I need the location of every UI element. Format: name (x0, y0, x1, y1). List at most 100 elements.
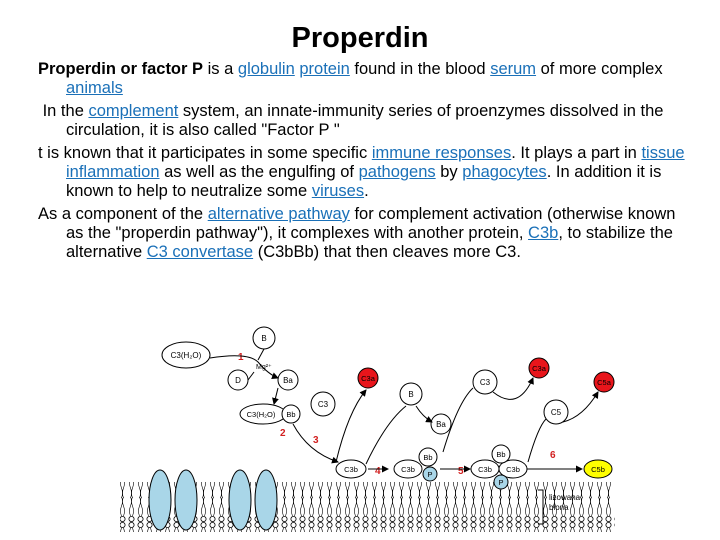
membrane-protein-4 (254, 469, 278, 531)
text: , to stabilize the alternative (66, 224, 673, 261)
text: As a component of the (38, 205, 208, 223)
text: In the (38, 102, 89, 120)
c5-label: C5 (551, 408, 562, 417)
b-label: B (261, 334, 266, 343)
c5a-label: C5a (597, 378, 612, 387)
link-animals[interactable]: animals (66, 79, 123, 97)
arrow-to-c3a-2 (492, 377, 534, 400)
link-complement[interactable]: complement (88, 102, 179, 120)
link-immune-responses[interactable]: immune responses (371, 144, 512, 162)
mg-label: Mg²⁺ (256, 364, 272, 371)
text: (C3bBb) that then cleaves more C3. (253, 243, 521, 261)
c3b-label-2: C3b (401, 465, 415, 474)
paragraph-complement: In the complement system, an innate-immu… (38, 102, 688, 140)
membrane-protein-1 (148, 469, 172, 531)
link-pathogens[interactable]: pathogens (358, 163, 436, 181)
arrow-step-3 (292, 423, 339, 464)
step-6-label: 6 (550, 450, 556, 461)
link-alternative-pathway[interactable]: alternative pathway (207, 205, 350, 223)
ba-node-2 (430, 413, 452, 435)
text: for complement activation (otherwise kno… (66, 205, 676, 242)
text: by (435, 163, 463, 181)
arrow-b-in (257, 348, 265, 361)
c3h2o-complex-label: C3(H₂O) (247, 410, 276, 419)
c3h2o-node (161, 341, 211, 369)
arrow-c3-in (442, 387, 474, 453)
c5-node (543, 399, 569, 425)
arrow-c5-in (527, 418, 547, 463)
lipid-bilayer (120, 482, 615, 532)
paragraph-definition: Properdin or factor P is a globulin prot… (38, 60, 688, 98)
link-c3-convertase[interactable]: C3 convertase (146, 243, 254, 261)
link-viruses[interactable]: viruses (311, 182, 365, 200)
link-inflammation[interactable]: inflammation (66, 163, 160, 181)
ba-label-2: Ba (436, 420, 446, 429)
bb-label-3: Bb (496, 450, 505, 459)
bb-label-2: Bb (423, 453, 432, 462)
d-label: D (235, 376, 241, 385)
text: as well as the engulfing of (159, 163, 359, 181)
c3-node-1 (310, 391, 336, 417)
arrow-d-in (247, 371, 255, 381)
c3a-label-2: C3a (532, 364, 547, 373)
membrane-label-1: lizowana (549, 493, 581, 502)
c3-label-1: C3 (318, 400, 329, 409)
c3a-label-1: C3a (361, 374, 376, 383)
c3b-node-2 (393, 459, 423, 479)
text: is a (203, 60, 238, 78)
link-c3b[interactable]: C3b (528, 224, 559, 242)
c5b-label: C5b (591, 465, 605, 474)
membrane-protein-3 (228, 469, 252, 531)
complement-pathway-diagram: lizowana błona C3(H₂O) B D Mg²⁺ Ba 1 C3(… (118, 322, 628, 532)
text: system, an innate-immunity series of pro… (66, 102, 664, 139)
text: . In addition it is known to help to neu… (66, 163, 662, 200)
c3a-node-2 (528, 357, 550, 379)
properdin-node-2 (493, 474, 509, 490)
step-1-label: 1 (238, 352, 244, 363)
arrow-step-1 (209, 355, 279, 380)
properdin-label-1: P (427, 470, 432, 479)
arrow-b-bind (365, 405, 407, 465)
properdin-node-1 (422, 466, 438, 482)
properdin-label-2: P (498, 478, 503, 487)
text: . It plays a part in (511, 144, 642, 162)
c3b-label-3: C3b (478, 465, 492, 474)
text: t is known that it participates in some … (38, 144, 372, 162)
arrow-ba-release (415, 405, 433, 423)
arrow-to-complex (272, 387, 279, 405)
link-serum[interactable]: serum (490, 60, 537, 78)
step-4-label: 4 (375, 466, 381, 477)
text: of more complex (536, 60, 663, 78)
arrow-to-c5a (562, 391, 599, 423)
paragraph-immune: t is known that it participates in some … (38, 144, 688, 201)
link-tissue[interactable]: tissue (641, 144, 685, 162)
slide-title: Properdin (291, 22, 429, 54)
link-globulin[interactable]: globulin (237, 60, 295, 78)
bb-node-2 (418, 447, 438, 467)
text: . (364, 182, 369, 200)
c5b-node (583, 459, 613, 479)
c3a-node-1 (357, 367, 379, 389)
step-5-label: 5 (458, 466, 464, 477)
link-protein[interactable]: protein (299, 60, 350, 78)
b-node-2 (399, 382, 423, 406)
term-bold: Properdin or factor P (38, 60, 204, 78)
paragraph-alternative-pathway: As a component of the alternative pathwa… (38, 205, 688, 262)
bb-label-1: Bb (286, 410, 295, 419)
ba-node-1 (277, 369, 299, 391)
bb-node-3 (491, 444, 511, 464)
bb-node-1 (281, 404, 301, 424)
c3b-node-1 (335, 459, 367, 479)
c3-label-2: C3 (480, 378, 491, 387)
c3h2o-label: C3(H₂O) (171, 351, 202, 360)
slide-body: Properdin or factor P is a globulin prot… (38, 60, 688, 266)
c3b-label-4: C3b (506, 465, 520, 474)
step-2-label: 2 (280, 428, 286, 439)
c3b-label-1: C3b (344, 465, 358, 474)
c3-node-2 (472, 369, 498, 395)
membrane-protein-2 (174, 469, 198, 531)
link-phagocytes[interactable]: phagocytes (462, 163, 547, 181)
membrane-label-2: błona (549, 503, 569, 512)
text: found in the blood (349, 60, 491, 78)
ba-label-1: Ba (283, 376, 293, 385)
